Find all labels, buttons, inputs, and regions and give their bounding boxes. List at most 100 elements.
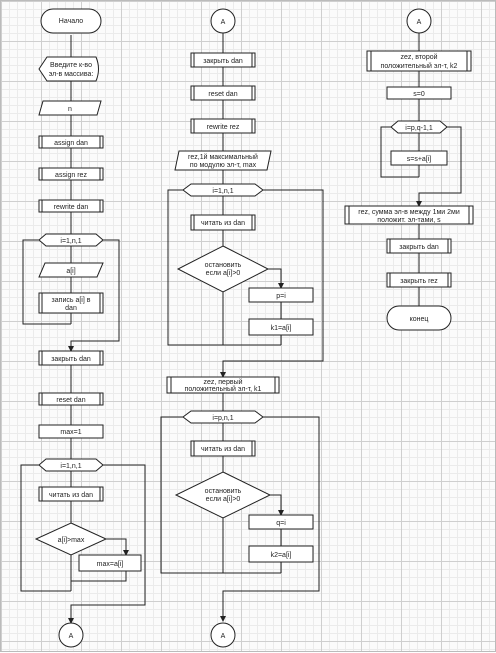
stop1-line1: остановить [205,262,242,269]
k2-assign-label: k2=a[i] [271,552,292,559]
max-init-block: max=1 [38,424,104,439]
stop-diamond-2: остановить если a[i]>0 [174,471,272,519]
read-dan-label-3: читать из dan [201,446,245,453]
rez-max-line2: по модулю эл-т, max [190,162,257,169]
k2-assign-block: k2=a[i] [248,545,314,563]
connector-a-col3-top: A [406,8,432,34]
reset-dan-block-2: reset dan [190,85,256,101]
rez-first-line1: zez, первый [203,378,242,386]
rez-sum-line1: rez, сумма эл-в между 1ми 2ми [358,209,460,216]
connector-a-label-col3-top: A [417,19,422,26]
col2-loop1-label: i=1,n,1 [212,188,233,195]
start-label: Начало [59,18,83,25]
col2-loop2-hexagon: i=p,n,1 [182,410,264,424]
assign-max-block: max=a[i] [78,554,142,572]
rez-sum-line2: положит. эл-тами, s [377,217,441,224]
assign-max-label: max=a[i] [97,561,124,568]
q-assign-label: q=i [276,520,286,527]
column-3: A zez, второй положительный эл-т, k2 s=0… [344,8,474,331]
col3-loop-hexagon: i=p,q-1,1 [390,120,448,134]
col1-wires [20,35,146,624]
start-terminal: Начало [40,8,102,34]
k1-assign-label: k1=a[i] [271,325,292,332]
connector-a-label-col1: A [69,633,74,640]
read-dan-block-1: читать из dan [38,486,104,502]
s-sum-block: s=s+a[i] [390,150,448,166]
connector-a-col1: A [58,622,84,648]
connector-a-col2-top: A [210,8,236,34]
p-assign-label: p=i [276,293,286,300]
col2-loop2-label: i=p,n,1 [212,415,233,422]
read-dan-label-1: читать из dan [49,492,93,499]
rez-sum-block: rez, сумма эл-в между 1ми 2ми положит. э… [344,205,474,225]
read-dan-block-3: читать из dan [190,440,256,457]
close-dan-block-3: закрыть dan [386,238,452,254]
stop2-line1: остановить [205,488,242,495]
connector-a-label-col2-top: A [221,19,226,26]
col2-wires [160,33,324,622]
input-prompt-line2: эл-в массива: [49,71,94,78]
input-n-block: n [38,100,102,116]
connector-a-label-col2-bottom: A [221,633,226,640]
rez-second-line2: положительный эл-т, k2 [381,62,458,70]
assign-rez-block: assign rez [38,167,104,181]
close-dan-block-1: закрыть dan [38,350,104,366]
read-dan-label-2: читать из dan [201,220,245,227]
s-init-label: s=0 [413,91,425,98]
assign-dan-block: assign dan [38,135,104,149]
close-dan-label-3: закрыть dan [399,244,439,251]
rez-first-line2: положительный эл-т, k1 [185,385,262,393]
close-dan-block-2: закрыть dan [190,52,256,68]
loop1-label: i=1,n,1 [60,238,81,245]
loop2-label: i=1,n,1 [60,463,81,470]
column-2: A закрыть dan reset dan rewrite rez rez,… [160,8,324,648]
rewrite-dan-block: rewrite dan [38,199,104,213]
q-assign-block: q=i [248,514,314,530]
k1-assign-block: k1=a[i] [248,318,314,336]
input-prompt-line1: Введите к-во [50,62,92,69]
assign-dan-label: assign dan [54,140,88,147]
close-rez-block: закрыть rez [386,272,452,288]
stop-diamond-1: остановить если a[i]>0 [176,245,270,293]
s-sum-label: s=s+a[i] [407,156,432,163]
max-init-label: max=1 [60,429,81,436]
close-rez-label: закрыть rez [400,278,438,285]
reset-dan-label-1: reset dan [56,397,85,404]
write-ai-line2: dan [65,305,77,312]
input-prompt-display: Введите к-во эл-в массива: [38,56,99,82]
condition-diamond: a[i]>max [34,522,108,556]
reset-dan-block-1: reset dan [38,392,104,406]
rez-second-block: zez, второй положительный эл-т, k2 [366,50,472,72]
end-label: конец [410,316,429,323]
stop1-line2: если a[i]>0 [206,270,241,277]
write-ai-line1: запись a[i] в [52,297,91,304]
col3-loop-label: i=p,q-1,1 [405,125,433,132]
assign-rez-label: assign rez [55,172,87,179]
condition-label: a[i]>max [58,537,85,544]
read-dan-block-2: читать из dan [190,214,256,231]
rewrite-dan-label: rewrite dan [54,204,89,211]
p-assign-block: p=i [248,287,314,303]
rez-first-block: zez, первый положительный эл-т, k1 [166,376,280,394]
col2-loop1-hexagon: i=1,n,1 [182,183,264,197]
rez-max-line1: rez,1й максимальный [188,153,258,161]
loop2-hexagon: i=1,n,1 [38,458,104,472]
reset-dan-label-2: reset dan [208,91,237,98]
column-1: Начало Введите к-во эл-в массива: n assi… [20,8,146,648]
input-n-label: n [68,106,72,113]
rewrite-rez-block: rewrite rez [190,118,256,134]
close-dan-label-2: закрыть dan [203,58,243,65]
stop2-line2: если a[i]>0 [206,496,241,503]
input-ai-label: a[i] [66,268,75,275]
input-ai-block: a[i] [38,262,104,278]
loop1-hexagon: i=1,n,1 [38,233,104,247]
s-init-block: s=0 [386,86,452,100]
write-ai-block: запись a[i] в dan [38,292,104,314]
end-terminal: конец [386,305,452,331]
rez-second-line1: zez, второй [400,53,437,61]
close-dan-label-1: закрыть dan [51,356,91,363]
rez-max-block: rez,1й максимальный по модулю эл-т, max [174,150,272,171]
connector-a-col2-bottom: A [210,622,236,648]
